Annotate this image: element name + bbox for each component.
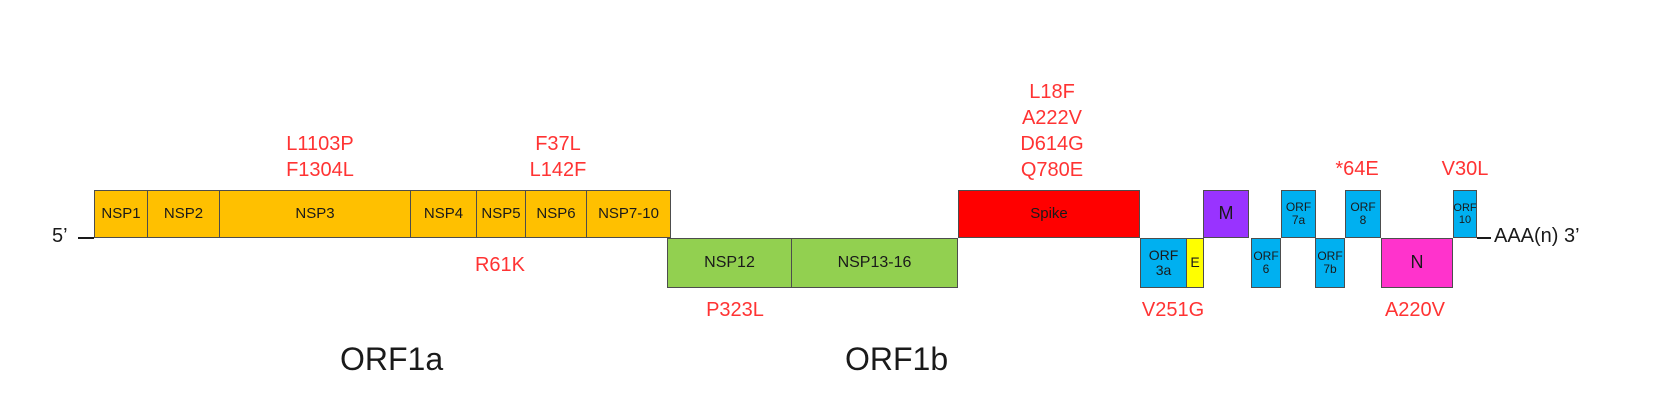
segment-nsp2: NSP2 xyxy=(147,190,220,238)
genome-line-left xyxy=(78,237,94,239)
segment-nsp13-16: NSP13-16 xyxy=(791,238,958,288)
mutation-l142f: L142F xyxy=(529,159,587,181)
segment-nsp5: NSP5 xyxy=(476,190,526,238)
orf3a-label-line1: ORF xyxy=(1148,246,1179,263)
mutations-orf3a: V251G xyxy=(1128,297,1218,323)
orf6-label-line1: ORF xyxy=(1253,248,1279,263)
three-prime-label: AAA(n) 3’ xyxy=(1494,225,1580,247)
orf8-label-line1: ORF xyxy=(1350,199,1376,214)
segment-e: E xyxy=(1186,238,1204,288)
mutation-f1304l: F1304L xyxy=(286,159,354,181)
mutation-v30l: V30L xyxy=(1441,158,1489,180)
orf10-label-line1: ORF xyxy=(1453,201,1477,214)
segment-nsp1: NSP1 xyxy=(94,190,148,238)
orf7a-label-line2: 7a xyxy=(1291,213,1306,227)
mutations-n: A220V xyxy=(1370,297,1460,323)
segment-orf7a: ORF 7a xyxy=(1281,190,1316,238)
segment-orf7b: ORF 7b xyxy=(1315,238,1345,288)
genome-line-right xyxy=(1477,237,1491,239)
mutations-spike: L18F A222V D614G Q780E xyxy=(1002,79,1102,183)
orf7a-label-line1: ORF xyxy=(1285,199,1312,214)
segment-nsp6: NSP6 xyxy=(525,190,587,238)
orf6-label-line2: 6 xyxy=(1262,262,1270,276)
region-orf1a: ORF1a xyxy=(340,341,444,377)
mutation-l1103p: L1103P xyxy=(286,133,354,155)
mutation-q780e: Q780E xyxy=(1020,159,1084,181)
mutations-orf10: V30L xyxy=(1430,156,1500,182)
orf8-label-line2: 8 xyxy=(1359,213,1367,227)
orf7b-label-line1: ORF xyxy=(1317,248,1343,263)
mutation-d614g: D614G xyxy=(1020,133,1084,155)
mutations-nsp6: F37L L142F xyxy=(508,131,608,183)
mutation-a222v: A222V xyxy=(1021,107,1083,129)
mutations-nsp5: R61K xyxy=(460,252,540,278)
mutation-p323l: P323L xyxy=(706,299,764,321)
mutations-nsp3: L1103P F1304L xyxy=(265,131,375,183)
five-prime-label: 5’ xyxy=(52,225,68,247)
orf3a-label-line2: 3a xyxy=(1155,262,1172,278)
segment-orf8: ORF 8 xyxy=(1345,190,1381,238)
orf10-label-line2: 10 xyxy=(1458,214,1472,226)
segment-nsp4: NSP4 xyxy=(410,190,477,238)
mutation-v251g: V251G xyxy=(1141,299,1205,321)
segment-orf6: ORF 6 xyxy=(1251,238,1281,288)
segment-orf3a: ORF 3a xyxy=(1140,238,1187,288)
region-orf1b: ORF1b xyxy=(845,341,949,377)
segment-spike: Spike xyxy=(958,190,1140,238)
orf7b-label-line2: 7b xyxy=(1323,262,1337,276)
mutation-f37l: F37L xyxy=(535,133,581,155)
mutations-orf8: *64E xyxy=(1322,156,1392,182)
mutation-a220v: A220V xyxy=(1384,299,1446,321)
segment-nsp12: NSP12 xyxy=(667,238,792,288)
segment-m: M xyxy=(1203,190,1249,238)
mutation-64e: *64E xyxy=(1335,158,1379,180)
mutations-nsp12: P323L xyxy=(690,297,780,323)
mutation-l18f: L18F xyxy=(1029,81,1075,103)
segment-nsp7-10: NSP7-10 xyxy=(586,190,671,238)
segment-orf10: ORF 10 xyxy=(1453,190,1477,238)
segment-nsp3: NSP3 xyxy=(219,190,411,238)
segment-n: N xyxy=(1381,238,1453,288)
mutation-r61k: R61K xyxy=(474,254,526,276)
